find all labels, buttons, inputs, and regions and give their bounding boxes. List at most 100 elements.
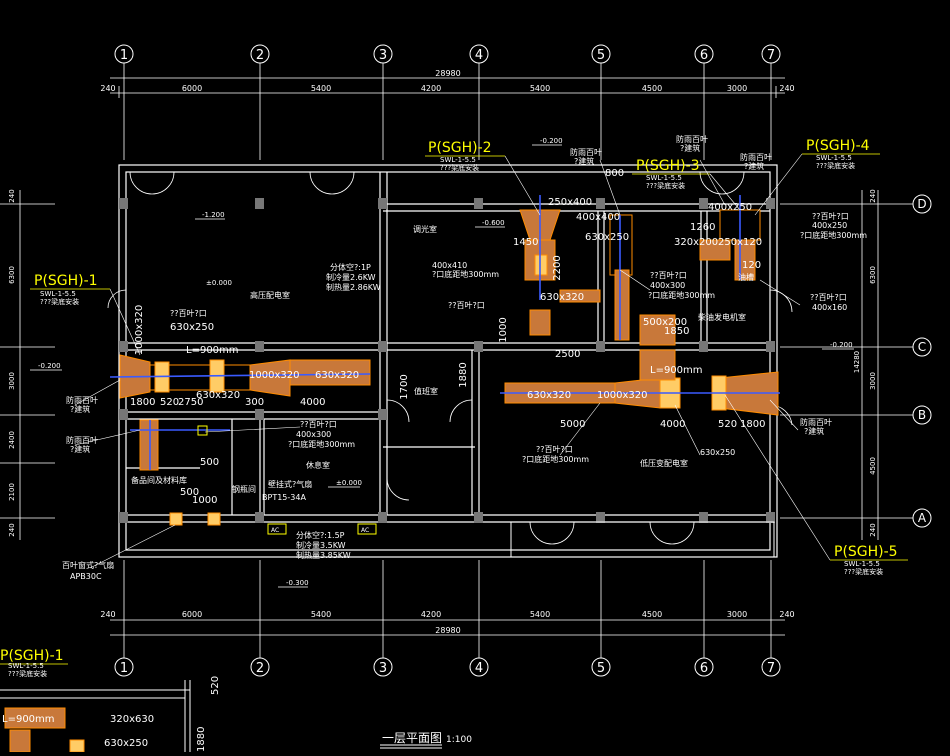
top-dimension-lines	[110, 63, 785, 160]
room-names: 高压配电室 调光室 柴油发电机室 值班室 低压变配电室 休息室 备品间及材料库 …	[131, 224, 746, 494]
axis-label-2-top: 2	[256, 48, 264, 63]
bottom-axis-labels: 1 2 3 4 5 6 7	[120, 661, 775, 676]
equipment-markers	[197, 425, 377, 535]
detail-labels: L=900mm 520 1880	[2, 676, 221, 752]
room-rest: 休息室	[306, 460, 330, 470]
callout-sgh3-mount: ???梁底安装	[646, 181, 685, 190]
axis-label-C: C	[918, 340, 926, 354]
left-dim-240-bottom: 240	[8, 523, 16, 536]
dim-4000-left: 4000	[300, 397, 325, 408]
axis-label-4-bottom: 4	[475, 661, 483, 676]
louver-note-6: 防雨百叶	[740, 152, 772, 162]
axis-bubble-4-bottom	[469, 657, 489, 677]
top-dimension-texts: 28980 240 6000 5400 4200 5400 4500 3000 …	[100, 69, 794, 93]
dim-500-b: 500	[180, 487, 199, 498]
duct-label-630x320-upper: 630x320	[540, 292, 584, 303]
vent-note-5-size: 400x160	[812, 303, 847, 312]
duct-label-400x400: 400x400	[576, 212, 620, 223]
axis-label-7-top: 7	[767, 48, 775, 63]
duct-label-630x250-a: 630x250	[170, 322, 214, 333]
louver-note-3: 防雨百叶	[800, 417, 832, 427]
wall-fan-marker	[197, 425, 208, 436]
level-marks: -1.200 ±0.000 -0.200 -0.600 -0.200 -0.20…	[38, 137, 853, 587]
dim-5000: 5000	[560, 419, 585, 430]
left-dim-2400: 2400	[8, 431, 16, 449]
room-steel: 钢瓶间	[232, 484, 256, 494]
room-duty: 值班室	[414, 386, 438, 396]
duct-runs	[119, 209, 779, 526]
duct-label-320x630: 320x630	[110, 714, 154, 725]
dim-1850: 1850	[664, 326, 689, 337]
duct-label-1000x320-right: 1000x320	[597, 390, 647, 401]
right-dim-240-top: 240	[869, 189, 877, 202]
vent-note-4-height: ?口底距地300mm	[522, 454, 589, 464]
vent-note-2-height: ?口底距地300mm	[432, 269, 499, 279]
vent-note-4: ??百叶?口	[536, 445, 573, 454]
wall-fan-note: 壁挂式?气扇	[268, 479, 312, 489]
equipment-notes: 分体空?:1P 制冷量2.6KW 制热量2.86KW 分体空?:1.5P 制冷量…	[62, 134, 832, 581]
right-dim-3000: 3000	[869, 372, 877, 390]
lower-bay-outline	[510, 521, 775, 558]
bottom-dim-5400b: 5400	[530, 610, 550, 619]
vent-note-2-size: 400x410	[432, 261, 467, 270]
axis-label-2-bottom: 2	[256, 661, 264, 676]
bottom-total-dimension: 28980	[435, 626, 460, 635]
axis-bubble-1-bottom	[114, 657, 134, 677]
leader-lines	[74, 153, 831, 569]
vent-note-5: ??百叶?口	[810, 293, 847, 302]
top-dim-6000: 6000	[182, 84, 202, 93]
ac-unit-1	[267, 523, 287, 535]
louver-note-5b: ?建筑	[680, 143, 700, 153]
duct-label-630x320-left2: 630x320	[196, 390, 240, 401]
dim-1880: 1880	[458, 362, 469, 387]
vent-note-6: ??百叶?口	[812, 212, 849, 221]
louver-note-3b: ?建筑	[804, 426, 824, 436]
detail-partial-view	[0, 680, 191, 752]
callout-sgh4-model: SWL-1-5.5	[816, 154, 852, 162]
duct-label-630x320-b: 630x250	[585, 232, 629, 243]
room-gen: 柴油发电机室	[698, 312, 746, 322]
oil-tank-note: 油槽	[738, 272, 754, 282]
ac-note-1-heating: 制热量2.86KW	[326, 282, 381, 292]
duct-label-500x200: 500x200	[643, 317, 687, 328]
duct-size-labels: 1000x320 630x320 630x320 630x320 1000x32…	[104, 197, 762, 749]
vent-notes: ??百叶?口 ??百叶?口 400x410 ?口底距地300mm ??百叶?口 …	[170, 212, 867, 464]
level-mark-4: -0.600	[482, 219, 505, 227]
vertical-interior-dimensions: 1880 1700 1000 2200 1000x320	[134, 255, 563, 399]
top-axis-labels: 1 2 3 4 5 6 7	[120, 48, 775, 63]
structural-columns	[119, 198, 775, 523]
duct-label-1000x320-left: 1000x320	[249, 370, 299, 381]
callout-sgh1-model: SWL-1-5.5	[40, 290, 76, 298]
louver-fan-model: APB30C	[70, 572, 102, 581]
ac-note-2-cooling: 制冷量3.5KW	[296, 540, 346, 550]
axis-bubble-7-bottom	[761, 657, 781, 677]
ac-unit-2	[357, 523, 377, 535]
top-total-dimension: 28980	[435, 69, 460, 78]
wall-fan-model: BPT15-34A	[262, 493, 306, 502]
vent-note-3-height: ?口底距地300mm	[288, 439, 355, 449]
level-mark-5: -0.200	[540, 137, 563, 145]
room-spare: 备品间及材料库	[131, 475, 187, 485]
top-dim-3000: 3000	[727, 84, 747, 93]
louver-note-2: 防雨百叶	[66, 435, 98, 445]
bottom-axis-bubbles	[114, 657, 781, 677]
axis-label-7-bottom: 7	[767, 661, 775, 676]
bottom-dimension-texts: 240 6000 5400 4200 5400 4500 3000 240 28…	[100, 610, 794, 635]
callout-sgh1-detail-mount: ???梁底安装	[8, 669, 47, 678]
duct-label-250x120: 250x120	[718, 237, 762, 248]
right-dimension-texts: 6300 3000 4500 14280 240 240	[853, 189, 877, 536]
left-dim-6300: 6300	[8, 266, 16, 284]
dim-4000-right: 4000	[660, 419, 685, 430]
ac-note-1-cooling: 制冷量2.6KW	[326, 272, 376, 282]
duct-length-900-left: L=900mm	[186, 345, 239, 356]
left-dimension-lines	[0, 190, 55, 540]
duct-label-250x400: 250x400	[548, 197, 592, 208]
bottom-dim-4500: 4500	[642, 610, 662, 619]
dim-1000-upper: 1000	[498, 317, 509, 342]
axis-label-3-top: 3	[379, 48, 387, 63]
callout-sgh5-mount: ???梁底安装	[844, 567, 883, 576]
callout-underlines	[0, 153, 908, 665]
louver-note-2b: ?建筑	[70, 444, 90, 454]
dim-1800-right: 1800	[740, 419, 765, 430]
